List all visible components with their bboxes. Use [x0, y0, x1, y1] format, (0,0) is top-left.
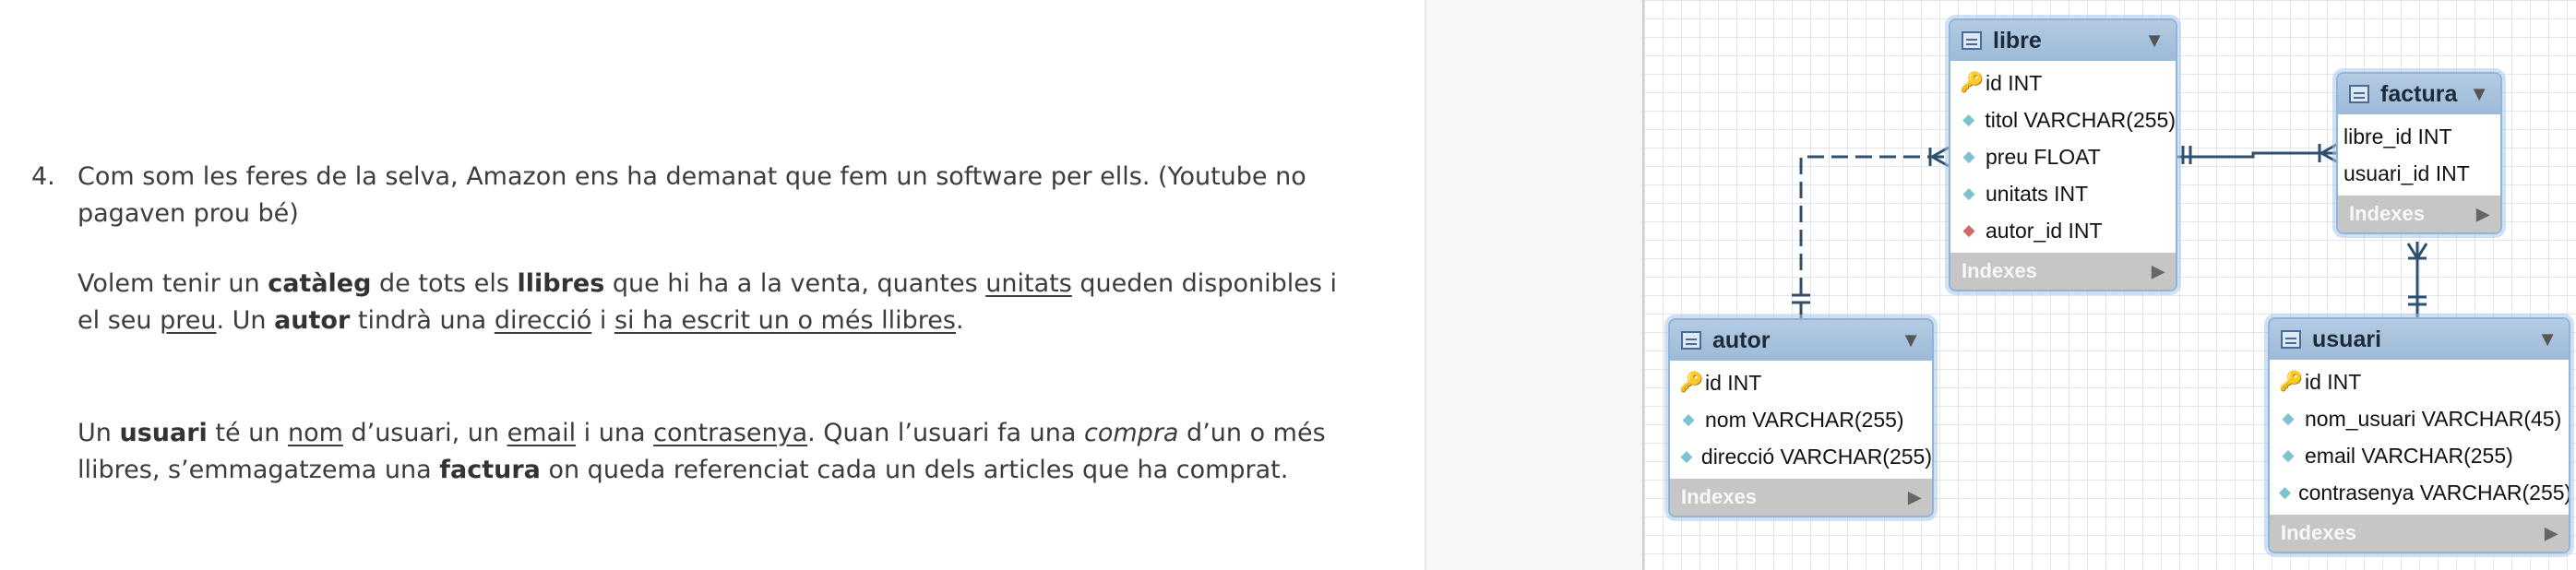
table-header[interactable]: usuari ▼: [2270, 319, 2569, 360]
page-gutter: [1425, 0, 1644, 570]
table-columns: libre_id INT usuari_id INT: [2338, 114, 2500, 196]
dropdown-triangle-icon[interactable]: ▼: [2469, 82, 2489, 105]
dropdown-triangle-icon[interactable]: ▼: [1901, 328, 1921, 351]
primary-key-icon: 🔑: [1960, 72, 1985, 93]
table-autor[interactable]: autor ▼ 🔑id INT ◆nom VARCHAR(255) ◆direc…: [1668, 318, 1934, 517]
relationship-autor-libre[interactable]: [1799, 155, 1949, 318]
attribute-diamond-icon: ◆: [1962, 111, 1975, 128]
table-columns: 🔑id INT ◆titol VARCHAR(255) ◆preu FLOAT …: [1950, 61, 2176, 253]
table-name: libre: [1993, 27, 2042, 53]
table-icon: [1962, 31, 1982, 50]
table-icon: [1681, 331, 1701, 350]
column-row[interactable]: ◆titol VARCHAR(255): [1950, 101, 2176, 138]
attribute-diamond-icon: ◆: [2279, 483, 2292, 501]
table-usuari[interactable]: usuari ▼ 🔑id INT ◆nom_usuari VARCHAR(45)…: [2268, 317, 2570, 553]
column-row[interactable]: ◆nom_usuari VARCHAR(45): [2270, 400, 2569, 437]
attribute-diamond-icon: ◆: [1680, 447, 1693, 465]
cardinality-many-crow: [2320, 151, 2339, 164]
cardinality-many-crow: [2320, 142, 2339, 155]
column-row[interactable]: 🔑id INT: [1960, 70, 2043, 95]
er-diagram-canvas[interactable]: libre ▼ 🔑id INT ◆titol VARCHAR(255) ◆pre…: [1642, 0, 2576, 570]
table-header[interactable]: autor ▼: [1670, 320, 1932, 361]
document-page: 4. Com som les feres de la selva, Amazon…: [31, 162, 1338, 484]
table-header[interactable]: libre ▼: [1950, 20, 2176, 61]
indexes-section[interactable]: Indexes▶: [1670, 479, 1932, 516]
indexes-section[interactable]: Indexes▶: [2338, 196, 2500, 232]
table-icon: [2349, 85, 2369, 103]
table-libre[interactable]: libre ▼ 🔑id INT ◆titol VARCHAR(255) ◆pre…: [1949, 18, 2177, 291]
list-item-number: 4.: [31, 162, 55, 191]
attribute-diamond-icon: ◆: [2282, 410, 2295, 427]
column-row[interactable]: ◆preu FLOAT: [1950, 138, 2176, 175]
indexes-section[interactable]: Indexes▶: [2270, 515, 2569, 552]
column-row[interactable]: ◆contrasenya VARCHAR(255): [2279, 480, 2570, 505]
column-row[interactable]: 🔑id INT: [1679, 370, 1762, 395]
cardinality-many-crow: [2415, 243, 2428, 259]
table-name: usuari: [2312, 326, 2382, 352]
expand-triangle-icon[interactable]: ▶: [2152, 261, 2165, 280]
table-columns: 🔑id INT ◆nom VARCHAR(255) ◆direcció VARC…: [1670, 361, 1932, 479]
paragraph-users: Un usuari té un nom d’usuari, un email i…: [78, 419, 1326, 484]
table-header[interactable]: factura ▼: [2338, 74, 2500, 114]
paragraph-intro: Com som les feres de la selva, Amazon en…: [78, 162, 1306, 228]
expand-triangle-icon[interactable]: ▶: [2476, 204, 2489, 223]
table-columns: 🔑id INT ◆nom_usuari VARCHAR(45) ◆email V…: [2270, 360, 2569, 515]
attribute-diamond-icon: ◆: [1962, 148, 1975, 165]
column-row[interactable]: ◆unitats INT: [1950, 175, 2176, 212]
primary-key-icon: 🔑: [1679, 372, 1704, 393]
dropdown-triangle-icon[interactable]: ▼: [2144, 29, 2165, 52]
column-row[interactable]: libre_id INT: [2343, 124, 2452, 148]
relationship-libre-factura[interactable]: [2174, 151, 2336, 159]
column-row[interactable]: 🔑id INT: [2279, 369, 2362, 394]
table-name: autor: [1712, 327, 1771, 353]
cardinality-many-crow: [2406, 243, 2419, 259]
dropdown-triangle-icon[interactable]: ▼: [2537, 327, 2558, 350]
relationship-lines: [1792, 142, 2428, 318]
table-icon: [2281, 330, 2301, 349]
table-name: factura: [2380, 80, 2458, 107]
column-row[interactable]: usuari_id INT: [2343, 160, 2470, 185]
column-row[interactable]: ◆autor_id INT: [1950, 212, 2176, 249]
foreign-key-diamond-icon: ◆: [1962, 221, 1975, 239]
attribute-diamond-icon: ◆: [1962, 184, 1975, 202]
indexes-section[interactable]: Indexes▶: [1950, 253, 2176, 290]
column-row[interactable]: ◆email VARCHAR(255): [2270, 437, 2569, 474]
attribute-diamond-icon: ◆: [2282, 446, 2295, 464]
primary-key-icon: 🔑: [2279, 371, 2304, 392]
column-row[interactable]: ◆direcció VARCHAR(255): [1680, 444, 1932, 469]
expand-triangle-icon[interactable]: ▶: [2545, 523, 2558, 542]
cardinality-many-crow: [1931, 146, 1950, 159]
paragraph-catalog: Volem tenir un catàleg de tots els llibr…: [78, 269, 1338, 335]
column-row[interactable]: ◆nom VARCHAR(255): [1670, 401, 1932, 438]
cardinality-many-crow: [1931, 155, 1950, 168]
expand-triangle-icon[interactable]: ▶: [1908, 487, 1921, 506]
table-factura[interactable]: factura ▼ libre_id INT usuari_id INT Ind…: [2336, 72, 2502, 234]
attribute-diamond-icon: ◆: [1682, 410, 1695, 428]
